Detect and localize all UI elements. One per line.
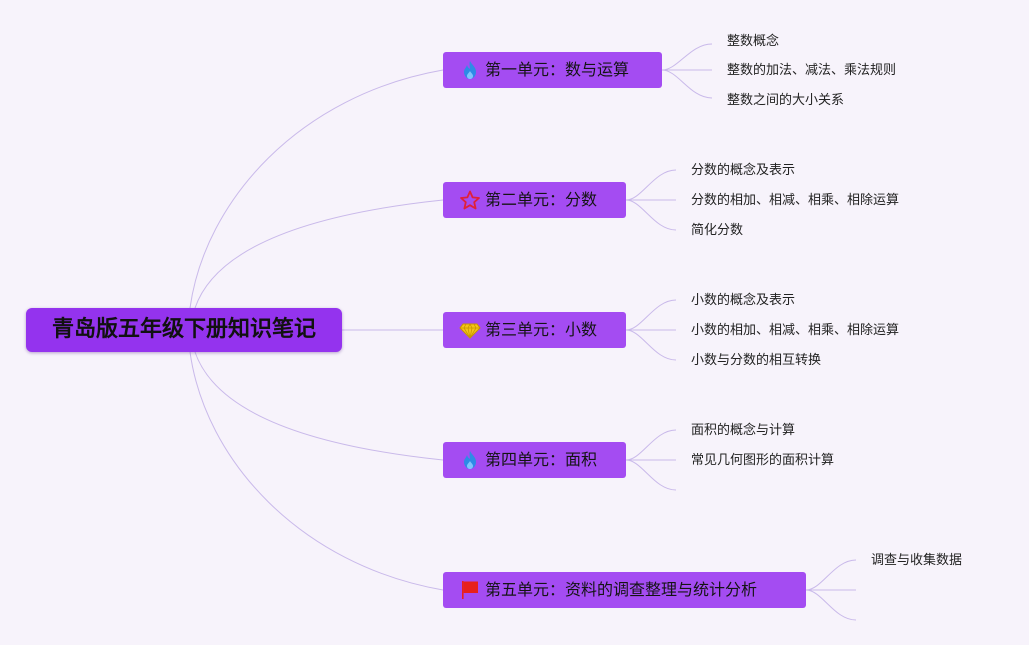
connector-unit5-item3: [805, 589, 857, 621]
connector-unit4-item1: [625, 429, 677, 461]
topic-item[interactable]: 整数概念: [727, 34, 780, 49]
connector-unit4-item3: [625, 459, 677, 491]
unit-label: 第一单元：数与运算: [485, 60, 630, 79]
connector-unit3-item3: [625, 329, 677, 361]
topic-item[interactable]: 小数的概念及表示: [691, 293, 796, 308]
connector-root-unit4: [194, 351, 444, 461]
connector-unit2-item1: [625, 169, 677, 201]
connector-unit5-item1: [805, 559, 857, 591]
connector-root-unit2: [194, 199, 444, 309]
unit-label: 第五单元：资料的调查整理与统计分析: [485, 580, 758, 599]
connector-unit3-item1: [625, 299, 677, 331]
topic-item[interactable]: 调查与收集数据: [871, 553, 963, 568]
diamond-icon: [459, 323, 481, 339]
star-icon: [460, 190, 480, 210]
fire-icon: [464, 61, 476, 79]
connector-root-unit5: [189, 351, 444, 591]
unit-node-3[interactable]: 第三单元：小数: [443, 312, 626, 348]
topic-item[interactable]: 简化分数: [691, 223, 744, 238]
topic-item[interactable]: 整数的加法、减法、乘法规则: [727, 63, 897, 78]
topic-item[interactable]: 小数的相加、相减、相乘、相除运算: [691, 323, 900, 338]
connector-unit1-item1: [661, 43, 713, 71]
topic-item[interactable]: 分数的相加、相减、相乘、相除运算: [691, 193, 900, 208]
unit-node-1[interactable]: 第一单元：数与运算: [443, 52, 662, 88]
unit-label: 第四单元：面积: [485, 450, 598, 469]
topic-item[interactable]: 整数之间的大小关系: [727, 93, 845, 108]
fire-icon: [464, 451, 476, 469]
topic-item[interactable]: 小数与分数的相互转换: [691, 353, 822, 368]
connector-unit2-item3: [625, 199, 677, 231]
topic-item[interactable]: 面积的概念与计算: [691, 423, 796, 438]
unit-label: 第三单元：小数: [485, 320, 598, 339]
topic-item[interactable]: 常见几何图形的面积计算: [691, 453, 835, 468]
connector-root-unit1: [189, 69, 444, 309]
topic-item[interactable]: 分数的概念及表示: [691, 163, 796, 178]
unit-node-5[interactable]: 第五单元：资料的调查整理与统计分析: [443, 572, 806, 608]
mindmap-root[interactable]: 青岛版五年级下册知识笔记: [26, 308, 342, 352]
unit-label: 第二单元：分数: [485, 190, 598, 209]
unit-node-4[interactable]: 第四单元：面积: [443, 442, 626, 478]
connector-unit1-item3: [661, 69, 713, 99]
flag-icon: [462, 581, 478, 599]
unit-node-2[interactable]: 第二单元：分数: [443, 182, 626, 218]
